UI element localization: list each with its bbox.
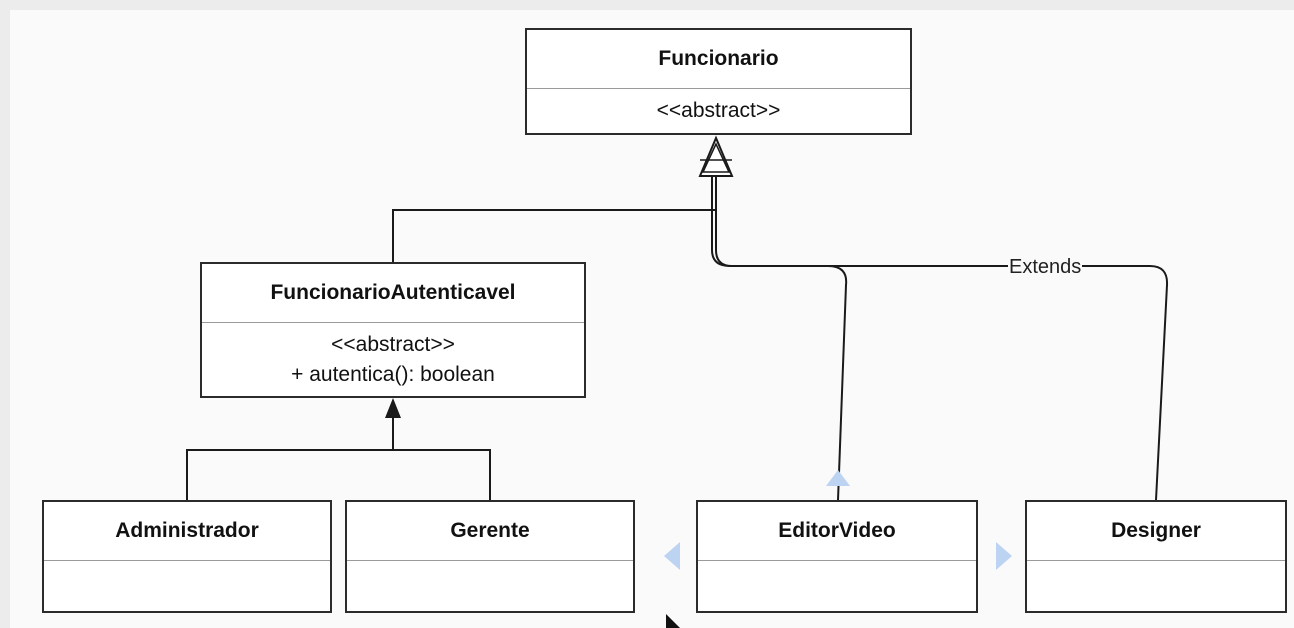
nav-left-icon[interactable] [664,542,680,570]
stereotype-label: <<abstract>> [656,99,781,122]
class-body [44,561,330,611]
class-name: Funcionario [527,30,910,89]
class-funcionario-autenticavel[interactable]: FuncionarioAutenticavel <<abstract>> + a… [200,262,586,398]
inheritance-edge-designer[interactable] [711,160,1169,501]
mouse-cursor-icon [666,614,680,628]
extends-label: Extends [1008,256,1083,278]
inheritance-arrowhead [698,135,734,177]
class-body [1027,561,1285,611]
class-designer[interactable]: Designer [1025,500,1287,613]
inheritance-edge-editorvideo[interactable] [715,160,848,501]
class-name: Administrador [44,502,330,561]
method-autentica: + autentica(): boolean [291,362,495,386]
nav-up-icon[interactable] [826,470,850,486]
class-gerente[interactable]: Gerente [345,500,635,613]
inheritance-arrowhead [701,142,731,173]
class-name: Gerente [347,502,633,561]
class-name: EditorVideo [698,502,976,561]
class-name: FuncionarioAutenticavel [202,264,584,323]
class-body [347,561,633,611]
class-name: Designer [1027,502,1285,561]
class-body: <<abstract>> + autentica(): boolean [202,323,584,396]
inheritance-edge-gerente[interactable] [393,449,491,500]
inheritance-edge-administrador[interactable] [186,410,394,500]
arrowhead [385,398,401,418]
stereotype-label: <<abstract>> [331,332,455,356]
nav-right-icon[interactable] [996,542,1012,570]
class-funcionario[interactable]: Funcionario <<abstract>> [525,28,912,135]
class-body: <<abstract>> [527,89,910,133]
class-administrador[interactable]: Administrador [42,500,332,613]
class-body [698,561,976,611]
inheritance-edge-funcionarioautenticavel[interactable] [392,160,717,262]
class-editorvideo[interactable]: EditorVideo [696,500,978,613]
